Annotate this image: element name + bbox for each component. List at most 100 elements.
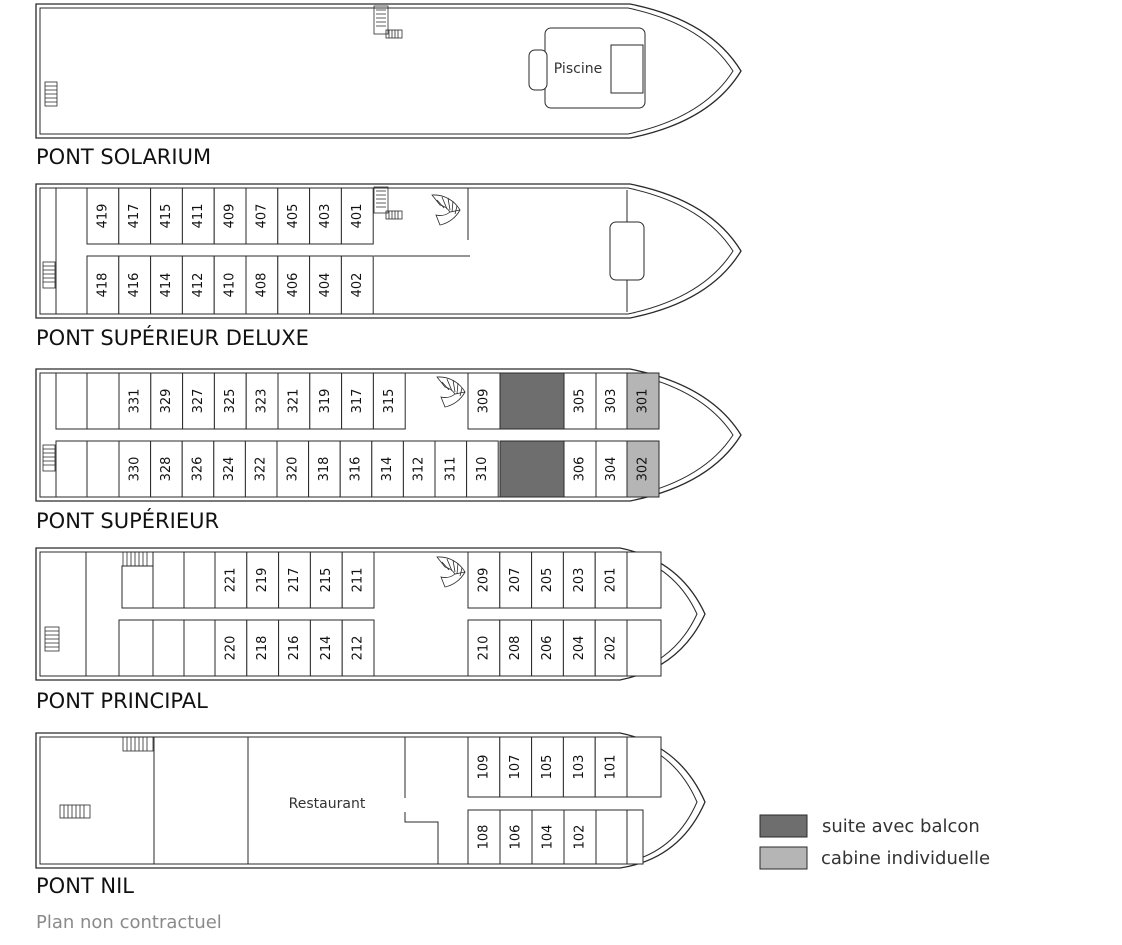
utility-room bbox=[183, 551, 216, 609]
cabin-410[interactable] bbox=[213, 255, 247, 315]
cabin-number: 108 bbox=[477, 825, 492, 850]
cabin-107[interactable] bbox=[499, 736, 533, 798]
cabin-219[interactable] bbox=[246, 551, 280, 609]
cabin-106[interactable] bbox=[499, 809, 533, 865]
cabin-number: 327 bbox=[191, 389, 206, 414]
cabin-number: 311 bbox=[443, 457, 458, 482]
cabin-204[interactable] bbox=[562, 619, 596, 677]
cabin-218[interactable] bbox=[246, 619, 280, 677]
cabin-311[interactable] bbox=[434, 440, 468, 498]
cabin-319[interactable] bbox=[309, 372, 343, 430]
cabin-304[interactable] bbox=[595, 440, 628, 498]
cabin-number: 207 bbox=[508, 568, 523, 593]
utility-room bbox=[86, 372, 120, 430]
cabin-407[interactable] bbox=[245, 187, 279, 245]
ladder-icon bbox=[44, 81, 58, 107]
cabin-number: 301 bbox=[636, 389, 651, 414]
cabin-302[interactable] bbox=[626, 440, 660, 498]
cabin-214[interactable] bbox=[309, 619, 343, 677]
cabin-207[interactable] bbox=[499, 551, 533, 609]
cabin-103[interactable] bbox=[562, 736, 596, 798]
spiral-stairs-icon bbox=[436, 376, 466, 408]
cabin-number: 411 bbox=[191, 204, 206, 229]
cabin-205[interactable] bbox=[531, 551, 564, 609]
cabin-216[interactable] bbox=[278, 619, 311, 677]
cabin-105[interactable] bbox=[531, 736, 564, 798]
cabin-323[interactable] bbox=[245, 372, 279, 430]
cabin-208[interactable] bbox=[499, 619, 533, 677]
cabin-201[interactable] bbox=[594, 551, 628, 609]
cabin-221[interactable] bbox=[214, 551, 248, 609]
cabin-209[interactable] bbox=[467, 551, 501, 609]
cabin-403[interactable] bbox=[309, 187, 342, 245]
cabin-203[interactable] bbox=[562, 551, 596, 609]
cabin-number: 310 bbox=[475, 457, 490, 482]
cabin-number: 419 bbox=[95, 204, 110, 229]
cabin-322[interactable] bbox=[244, 440, 278, 498]
cabin-number: 309 bbox=[477, 389, 492, 414]
cabin-number: 216 bbox=[287, 636, 302, 661]
cabin-number: 317 bbox=[350, 389, 365, 414]
cabin-number: 101 bbox=[604, 755, 619, 780]
cabin-number: 318 bbox=[317, 457, 332, 482]
cabin-406[interactable] bbox=[277, 255, 311, 315]
cabin-303[interactable] bbox=[595, 372, 628, 430]
pool[interactable]: Piscine bbox=[528, 27, 646, 109]
cabin-number: 331 bbox=[127, 389, 142, 414]
cabin-416[interactable] bbox=[118, 255, 152, 315]
utility-room bbox=[118, 619, 154, 677]
cabin-326[interactable] bbox=[181, 440, 215, 498]
cabin-number: 407 bbox=[254, 204, 269, 229]
cabin-102[interactable] bbox=[563, 809, 597, 865]
cabin-108[interactable] bbox=[467, 809, 501, 865]
utility-room bbox=[626, 619, 662, 677]
cabin-409[interactable] bbox=[213, 187, 247, 245]
cabin-number: 202 bbox=[604, 636, 619, 661]
cabin-215[interactable] bbox=[309, 551, 343, 609]
cabin-number: 321 bbox=[286, 389, 301, 414]
cabin-318[interactable] bbox=[308, 440, 341, 498]
cabin-301[interactable] bbox=[626, 372, 660, 430]
cabin-202[interactable] bbox=[594, 619, 628, 677]
cabin-number: 325 bbox=[223, 389, 238, 414]
cabin-number: 306 bbox=[573, 457, 588, 482]
cabin-217[interactable] bbox=[278, 551, 311, 609]
cabin-211[interactable] bbox=[341, 551, 375, 609]
cabin-310[interactable] bbox=[466, 440, 499, 498]
cabin-212[interactable] bbox=[341, 619, 375, 677]
legend-label-suite: suite avec balcon bbox=[822, 816, 980, 837]
cabin-number: 201 bbox=[604, 568, 619, 593]
cabin-315[interactable] bbox=[372, 372, 406, 430]
cabin-number: 102 bbox=[573, 825, 588, 850]
cabin-414[interactable] bbox=[150, 255, 183, 315]
cabin-328[interactable] bbox=[150, 440, 183, 498]
cabin-402[interactable] bbox=[340, 255, 374, 315]
cabin-101[interactable] bbox=[594, 736, 628, 798]
cabin-312[interactable] bbox=[402, 440, 436, 498]
cabin-331[interactable] bbox=[118, 372, 152, 430]
cabin-number: 214 bbox=[319, 636, 334, 661]
cabin-320[interactable] bbox=[276, 440, 310, 498]
cabin-321[interactable] bbox=[277, 372, 311, 430]
cabin-412[interactable] bbox=[181, 255, 215, 315]
suite-balcony-bottom[interactable] bbox=[499, 440, 565, 498]
cabin-419[interactable] bbox=[86, 187, 120, 245]
cabin-415[interactable] bbox=[150, 187, 183, 245]
cabin-number: 320 bbox=[285, 457, 300, 482]
cabin-405[interactable] bbox=[277, 187, 311, 245]
cabin-418[interactable] bbox=[86, 255, 120, 315]
cabin-408[interactable] bbox=[245, 255, 279, 315]
cabin-number: 324 bbox=[222, 457, 237, 482]
suite-balcony-top[interactable] bbox=[499, 372, 565, 430]
cabin-number: 206 bbox=[540, 636, 555, 661]
ladder-icon bbox=[59, 804, 91, 819]
cabin-330[interactable] bbox=[118, 440, 152, 498]
cabin-306[interactable] bbox=[563, 440, 597, 498]
cabin-401[interactable] bbox=[340, 187, 374, 245]
cabin-417[interactable] bbox=[118, 187, 152, 245]
hull-outline bbox=[35, 3, 742, 139]
cabin-327[interactable] bbox=[182, 372, 215, 430]
